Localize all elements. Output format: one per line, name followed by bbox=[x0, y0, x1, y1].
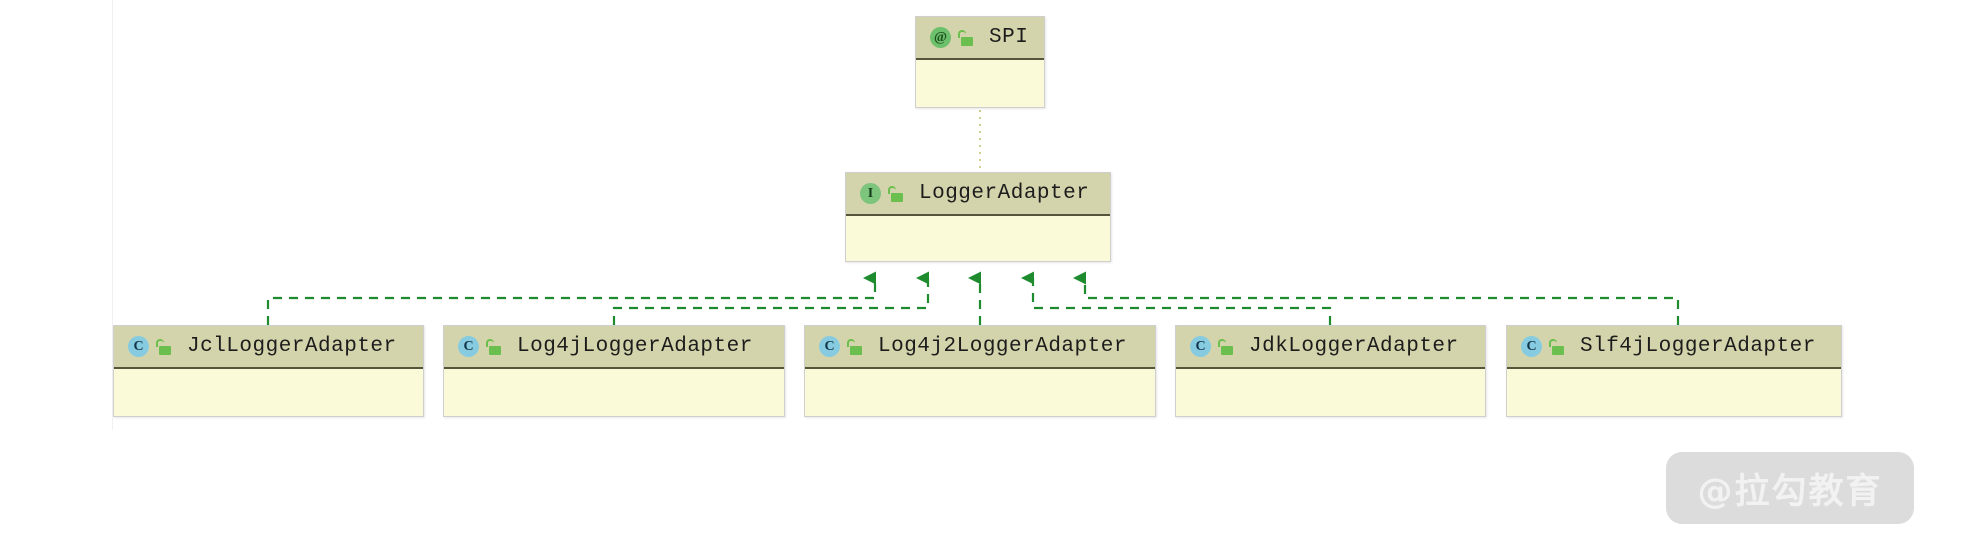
uml-node-members bbox=[916, 60, 1044, 107]
uml-node-header: C JdkLoggerAdapter bbox=[1176, 326, 1485, 369]
edge-slf4j-loggeradapter bbox=[1073, 271, 1680, 325]
uml-node-title: Log4j2LoggerAdapter bbox=[878, 335, 1127, 358]
unlock-icon bbox=[888, 185, 903, 202]
edge-jcl-loggeradapter bbox=[266, 271, 877, 325]
annotation-at-icon: @ bbox=[930, 27, 951, 48]
unlock-icon bbox=[1218, 338, 1233, 355]
uml-node-title: Log4jLoggerAdapter bbox=[517, 335, 753, 358]
uml-node-header: C Slf4jLoggerAdapter bbox=[1507, 326, 1841, 369]
uml-node-header: I LoggerAdapter bbox=[846, 173, 1110, 216]
class-icon: C bbox=[1190, 336, 1211, 357]
uml-node-jclloggeradapter[interactable]: C JclLoggerAdapter bbox=[113, 325, 424, 417]
uml-node-members bbox=[444, 369, 784, 416]
unlock-icon bbox=[847, 338, 862, 355]
edge-log4j-loggeradapter bbox=[612, 271, 930, 325]
uml-node-log4j2loggeradapter[interactable]: C Log4j2LoggerAdapter bbox=[804, 325, 1156, 417]
uml-node-header: C Log4j2LoggerAdapter bbox=[805, 326, 1155, 369]
class-icon: C bbox=[1521, 336, 1542, 357]
uml-node-members bbox=[846, 216, 1110, 261]
uml-node-members bbox=[1176, 369, 1485, 416]
watermark: @拉勾教育 bbox=[1666, 452, 1914, 524]
uml-node-spi[interactable]: @ SPI bbox=[915, 16, 1045, 108]
uml-node-members bbox=[114, 369, 423, 416]
uml-node-title: SPI bbox=[989, 26, 1029, 49]
uml-node-header: @ SPI bbox=[916, 17, 1044, 60]
uml-node-title: Slf4jLoggerAdapter bbox=[1580, 335, 1816, 358]
uml-node-jdkloggeradapter[interactable]: C JdkLoggerAdapter bbox=[1175, 325, 1486, 417]
class-icon: C bbox=[128, 336, 149, 357]
uml-node-members bbox=[1507, 369, 1841, 416]
uml-node-slf4jloggeradapter[interactable]: C Slf4jLoggerAdapter bbox=[1506, 325, 1842, 417]
uml-node-loggeradapter[interactable]: I LoggerAdapter bbox=[845, 172, 1111, 262]
uml-node-title: JdkLoggerAdapter bbox=[1249, 335, 1459, 358]
unlock-icon bbox=[1549, 338, 1564, 355]
uml-node-log4jloggeradapter[interactable]: C Log4jLoggerAdapter bbox=[443, 325, 785, 417]
watermark-text: @拉勾教育 bbox=[1697, 471, 1883, 512]
class-icon: C bbox=[458, 336, 479, 357]
interface-icon: I bbox=[860, 183, 881, 204]
unlock-icon bbox=[156, 338, 171, 355]
uml-node-header: C Log4jLoggerAdapter bbox=[444, 326, 784, 369]
class-icon: C bbox=[819, 336, 840, 357]
unlock-icon bbox=[486, 338, 501, 355]
uml-node-title: JclLoggerAdapter bbox=[187, 335, 397, 358]
uml-node-header: C JclLoggerAdapter bbox=[114, 326, 423, 369]
edge-jdk-loggeradapter bbox=[1021, 271, 1332, 325]
uml-node-title: LoggerAdapter bbox=[919, 182, 1090, 205]
uml-node-members bbox=[805, 369, 1155, 416]
unlock-icon bbox=[958, 29, 973, 46]
